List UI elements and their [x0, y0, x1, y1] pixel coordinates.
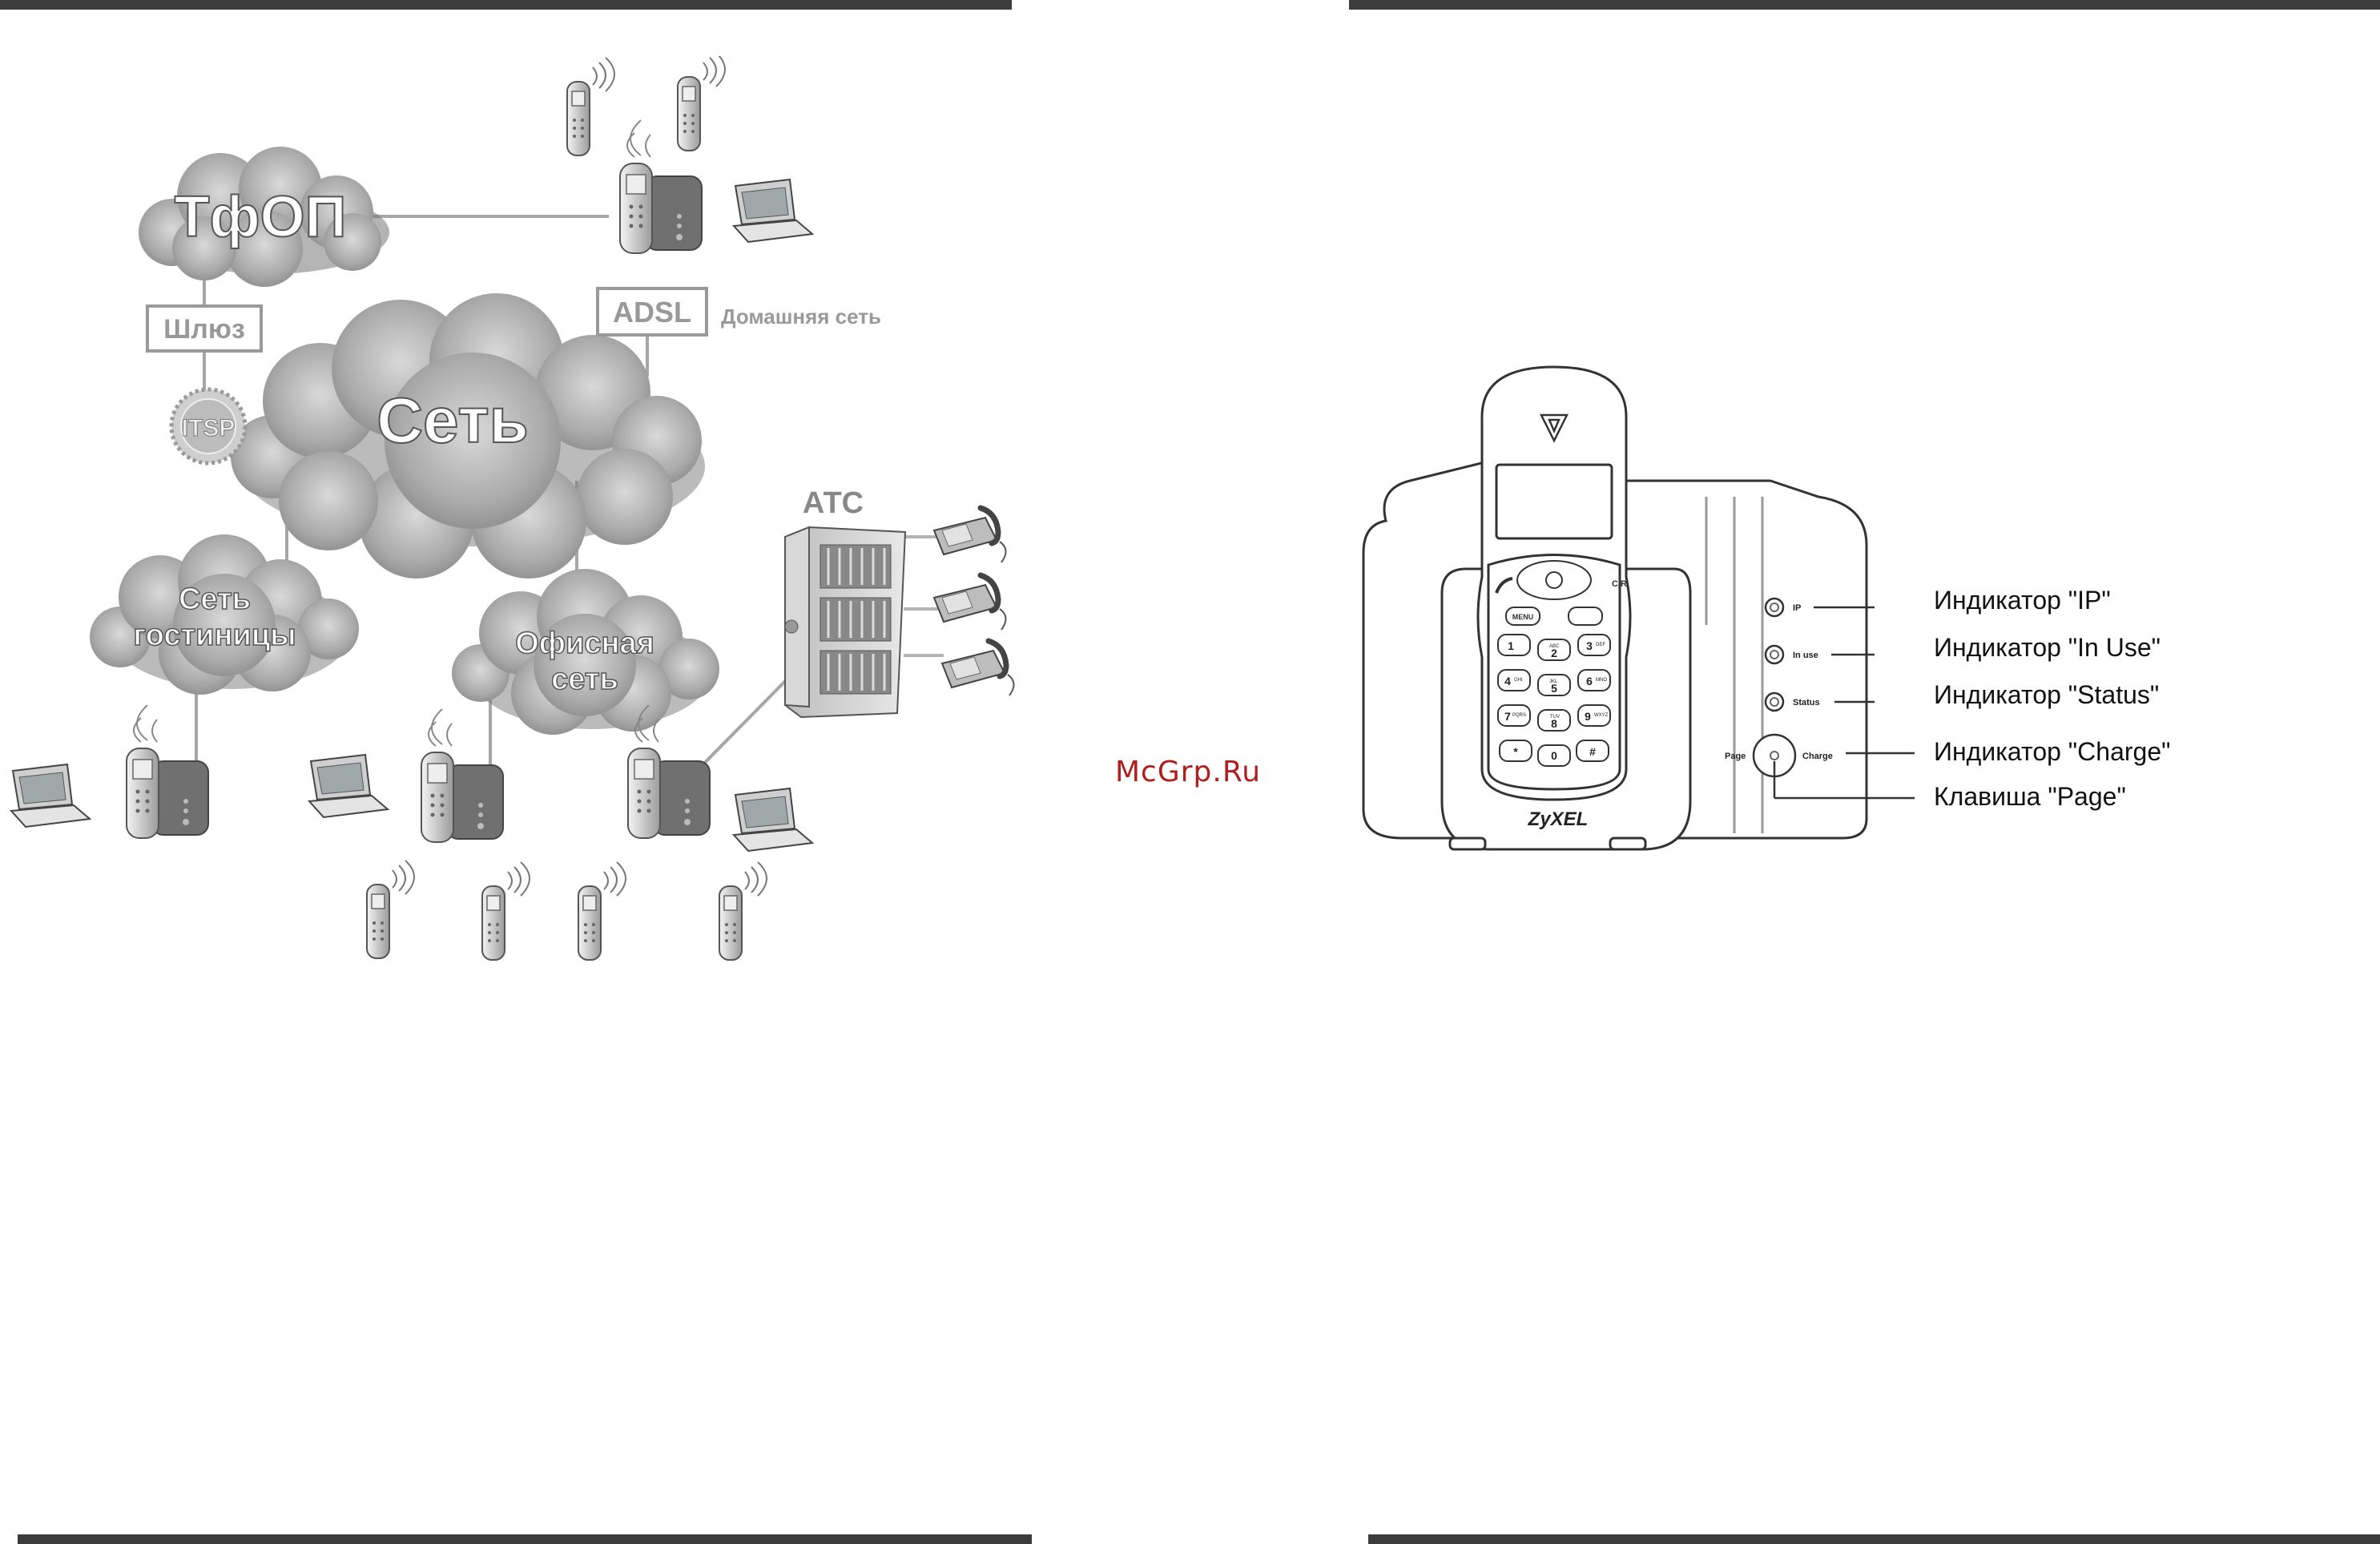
mobile-phone-icon: [482, 862, 530, 960]
network-diagram: ТфОП Сеть Сеть гостиницы Офисная сеть Шл…: [0, 56, 1017, 1042]
key-7-letters: PQRS: [1512, 713, 1526, 718]
callout-charge: Индикатор "Charge": [1934, 737, 2170, 766]
gateway-label: Шлюз: [163, 314, 245, 345]
internet-label: Сеть: [377, 385, 529, 456]
laptop-icon: [734, 788, 812, 851]
key-2-letters: ABC: [1549, 644, 1560, 649]
key-1-label: 1: [1508, 639, 1514, 652]
key-3: [1578, 635, 1610, 655]
adsl-label: ADSL: [613, 296, 691, 329]
key-3-label: 3: [1586, 639, 1593, 652]
key-1: [1498, 635, 1530, 655]
bottom-bar-left: [18, 1534, 1032, 1544]
key-star-label: *: [1513, 745, 1518, 758]
key-hash-label: #: [1589, 745, 1596, 758]
in-use-led-label: In use: [1793, 651, 1818, 660]
mobile-phone-icon: [678, 56, 725, 151]
office-label-line2: сеть: [551, 663, 618, 696]
laptop-icon: [309, 755, 388, 817]
page-key-label: Page: [1725, 752, 1746, 761]
top-bar-left: [0, 0, 1012, 10]
ip-led-label: IP: [1793, 603, 1801, 613]
key-5-letters: JKL: [1549, 679, 1558, 684]
bottom-bar-right: [1368, 1534, 2380, 1544]
callout-in-use: Индикатор "In Use": [1934, 633, 2161, 662]
mobile-phone-icon: [719, 862, 767, 960]
key-6-label: 6: [1586, 675, 1593, 687]
pbx-label: АТС: [803, 486, 864, 520]
key-0-label: 0: [1551, 749, 1557, 762]
mobile-phone-icon: [567, 58, 614, 155]
mobile-phone-icon: [367, 861, 414, 958]
pstn-label: ТфОП: [175, 185, 347, 249]
brand-logo: ZyXEL: [1528, 808, 1589, 830]
key-7-label: 7: [1504, 710, 1511, 723]
key-4-letters: GHI: [1514, 678, 1523, 683]
pbx-rack: [785, 527, 905, 717]
hotel-label-line1: Сеть: [179, 583, 251, 616]
pbx-desk-phone-1: [934, 508, 1006, 562]
watermark: McGrp.Ru: [1115, 756, 1261, 788]
cr-key-label: C/R: [1612, 579, 1627, 589]
key-9-letters: WXYZ: [1594, 713, 1609, 718]
itsp-seal: ITSP: [171, 389, 245, 463]
callout-ip: Индикатор "IP": [1934, 586, 2111, 615]
charge-led-label: Charge: [1802, 752, 1833, 761]
handset-display: [1496, 465, 1612, 538]
home-network-label: Домашняя сеть: [721, 304, 881, 329]
laptop-icon: [11, 764, 90, 827]
callout-status: Индикатор "Status": [1934, 680, 2159, 709]
top-bar-right: [1349, 0, 2380, 10]
key-6-letters: MNO: [1596, 678, 1607, 683]
itsp-label: ITSP: [182, 415, 236, 441]
mobile-phone-icon: [578, 862, 626, 960]
phone-diagram: MENU C/R 1 2 3 4 5 6 7 8 9 * 0 # ABC DEF…: [1354, 353, 2251, 865]
pbx-desk-phone-2: [934, 575, 1006, 630]
menu-key-label: MENU: [1512, 613, 1534, 621]
laptop-icon: [734, 179, 812, 242]
hotel-label-line2: гостиницы: [133, 619, 296, 652]
key-8-letters: TUV: [1550, 715, 1560, 720]
key-4-label: 4: [1504, 675, 1511, 687]
key-9-label: 9: [1585, 710, 1591, 723]
status-led-label: Status: [1793, 698, 1820, 707]
callout-page: Клавиша "Page": [1934, 782, 2126, 811]
ok-key: [1546, 572, 1562, 588]
pbx-desk-phone-3: [942, 641, 1014, 695]
office-label-line1: Офисная: [515, 627, 654, 660]
key-3-letters: DEF: [1596, 643, 1605, 647]
